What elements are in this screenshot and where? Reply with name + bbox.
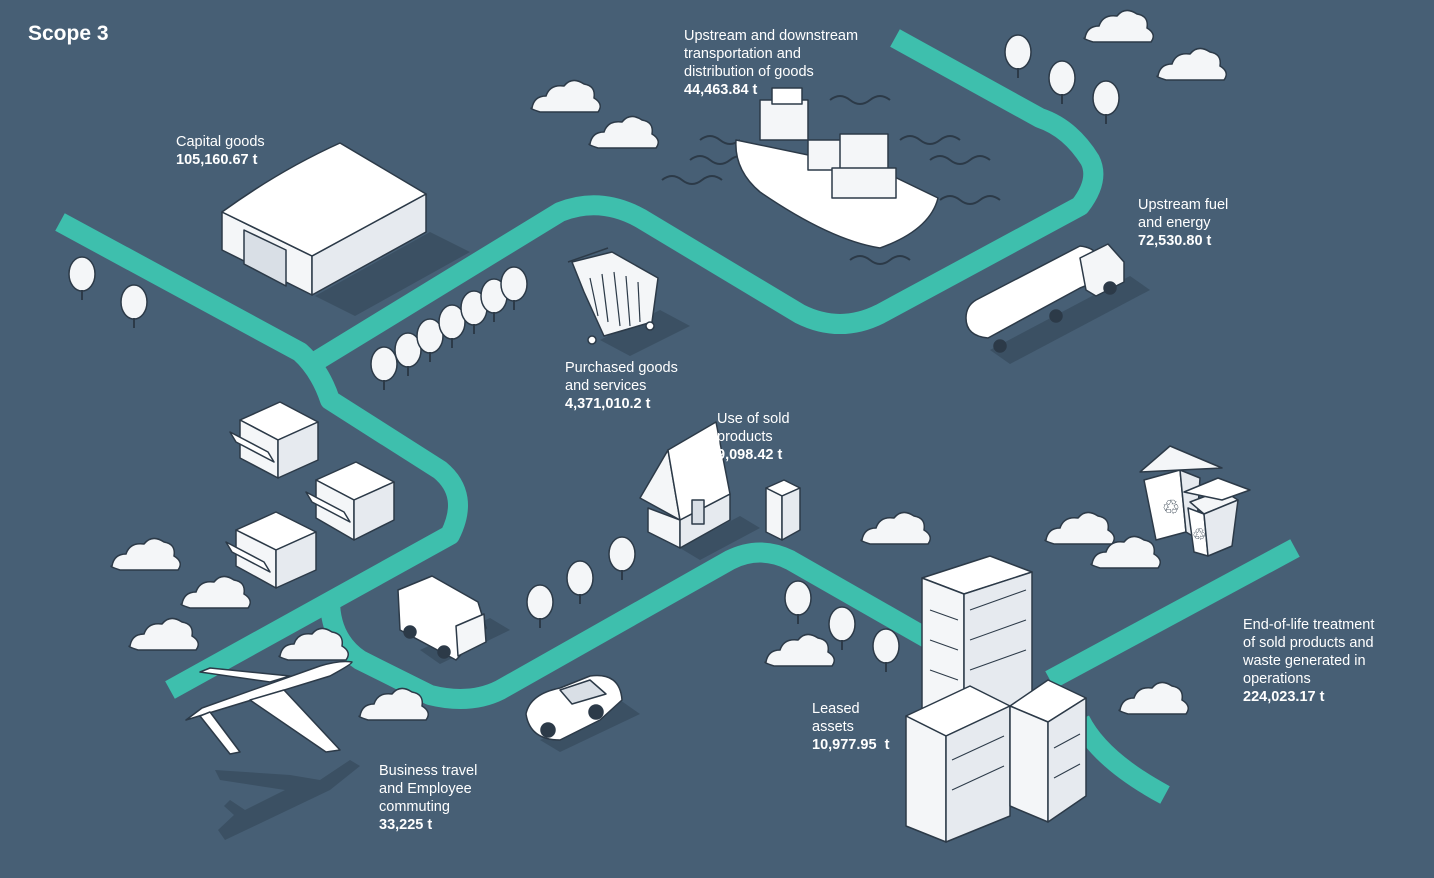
tree-icon [120, 284, 148, 329]
page-title: Scope 3 [28, 22, 109, 45]
airplane-icon [185, 660, 360, 840]
label-capital-goods: Capital goods 105,160.67 t [176, 133, 265, 169]
warehouse-icon [221, 142, 470, 316]
category-line: waste generated in [1243, 653, 1366, 669]
label-use-sold-products: Use of sold products 9,098.42 t [717, 410, 790, 464]
cloud-icon [128, 617, 199, 651]
car-icon [525, 674, 640, 752]
tree-icon [872, 628, 900, 673]
shop-icon [229, 401, 319, 479]
building-window-grid [929, 589, 1081, 791]
cloud-icon [588, 115, 659, 149]
category-line: End-of-life treatment [1243, 617, 1375, 633]
category-value: 224,023.17 t [1243, 689, 1325, 705]
cloud-icon [1156, 47, 1227, 81]
cloud-icon [1044, 511, 1115, 545]
category-line: Leased [812, 701, 860, 717]
category-value: 44,463.84 t [684, 82, 758, 98]
shop-icon [305, 461, 395, 541]
tree-icon [784, 580, 812, 625]
category-line: operations [1243, 671, 1311, 687]
category-line: products [717, 429, 773, 445]
category-value: 72,530.80 t [1138, 233, 1212, 249]
tree-icon [370, 346, 398, 391]
category-line: and Employee [379, 781, 472, 797]
category-line: distribution of goods [684, 64, 814, 80]
category-line: of sold products and [1243, 635, 1374, 651]
tree-icon [68, 256, 96, 301]
tree-icon [566, 560, 594, 605]
house-icon [639, 421, 760, 560]
cloud-icon [860, 511, 931, 545]
tree-icon [1048, 60, 1076, 105]
category-line: and services [565, 378, 647, 394]
tree-icon [526, 584, 554, 629]
shopping-cart-icon [567, 247, 690, 356]
category-line: Upstream and downstream [684, 28, 859, 44]
cloud-icon [358, 687, 429, 721]
label-end-of-life: End-of-life treatment of sold products a… [1243, 616, 1374, 706]
category-line: assets [812, 719, 854, 735]
airplane-shadow [215, 760, 360, 840]
category-value: 4,371,010.2 t [565, 396, 651, 412]
recycle-bin-icon: ♲ ♲ [1139, 445, 1251, 557]
van-icon [397, 575, 510, 664]
tanker-truck-icon [965, 243, 1150, 364]
tree-icon [828, 606, 856, 651]
cargo-ship-icon [661, 87, 1001, 265]
category-line: Upstream fuel [1138, 197, 1229, 213]
road-top [312, 29, 1104, 369]
shop-buildings [225, 401, 395, 589]
category-line: Use of sold [717, 411, 790, 427]
shop-icon [225, 511, 317, 589]
category-value: 105,160.67 t [176, 152, 258, 168]
label-fuel-energy: Upstream fuel and energy 72,530.80 t [1138, 196, 1228, 250]
category-line: Capital goods [176, 134, 265, 150]
label-leased-assets: Leased assets 10,977.95 t [812, 700, 889, 754]
category-value: 33,225 t [379, 817, 433, 833]
cloud-icon [180, 575, 251, 609]
cloud-icon [764, 633, 835, 667]
cloud-icon [1083, 9, 1154, 43]
recycle-symbol-icon: ♲ [1162, 497, 1180, 519]
category-value: 9,098.42 t [717, 447, 783, 463]
waves [661, 95, 1001, 265]
category-line: Purchased goods [565, 360, 678, 376]
fridge-icon [765, 479, 801, 541]
road-right [1045, 539, 1300, 689]
recycle-symbol-icon: ♲ [1192, 527, 1206, 544]
category-line: Business travel [379, 763, 478, 779]
category-line: commuting [379, 799, 450, 815]
label-upstream-transport: Upstream and downstream transportation a… [684, 27, 858, 99]
tree-icon [1092, 80, 1120, 125]
cloud-icon [110, 537, 181, 571]
category-value: 10,977.95 t [812, 737, 890, 753]
tree-icon [1004, 34, 1032, 79]
label-purchased-goods: Purchased goods and services 4,371,010.2… [565, 359, 678, 413]
label-business-travel: Business travel and Employee commuting 3… [379, 762, 477, 834]
office-building-icon [905, 555, 1087, 843]
tree-icon [608, 536, 636, 581]
category-line: transportation and [684, 46, 801, 62]
category-line: and energy [1138, 215, 1211, 231]
cloud-icon [1118, 681, 1189, 715]
road-main [55, 213, 468, 699]
cloud-icon [530, 79, 601, 113]
road-right-lower [1071, 715, 1170, 804]
